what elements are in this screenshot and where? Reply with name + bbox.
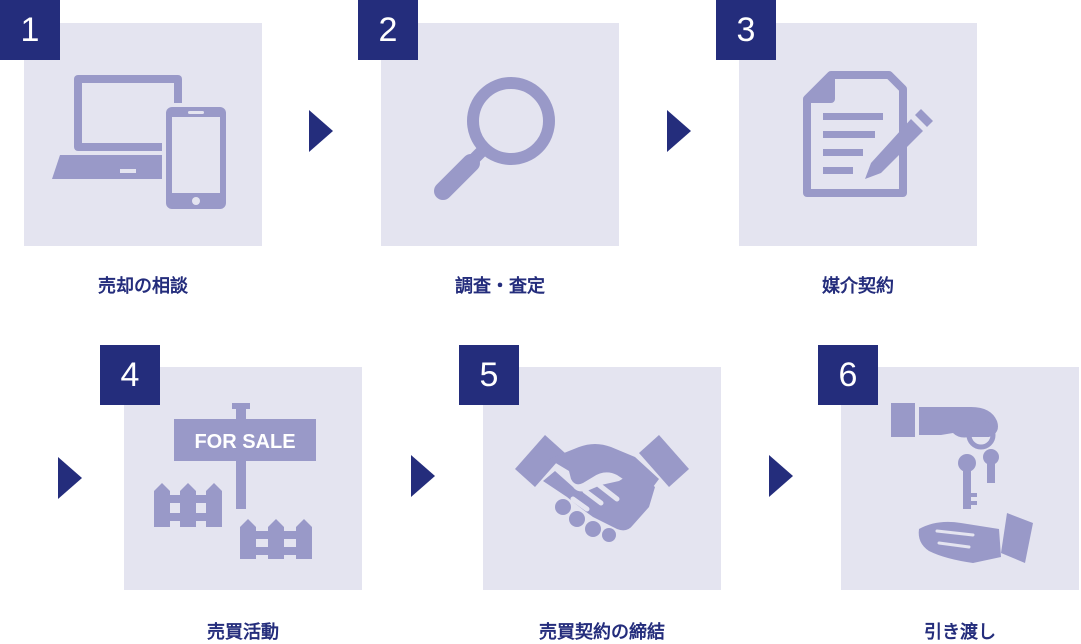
step-number-5: 5: [459, 345, 519, 405]
step-card-5: [483, 367, 721, 590]
step-number-6: 6: [818, 345, 878, 405]
devices-icon: [52, 75, 230, 213]
step-card-1: [24, 23, 262, 246]
step-card-2: [381, 23, 619, 246]
magnifier-icon: [434, 77, 555, 200]
step-label-3: 媒介契約: [822, 276, 894, 297]
arrow-4-5: [411, 455, 435, 497]
arrow-1-2: [309, 110, 333, 152]
key-handover-icon: [891, 403, 1033, 563]
contract-icon: [803, 71, 933, 197]
arrow-5-6: [769, 455, 793, 497]
step-number-3: 3: [716, 0, 776, 60]
step-label-1: 売却の相談: [98, 276, 188, 297]
step-label-2: 調査・査定: [455, 276, 545, 297]
handshake-icon: [515, 435, 689, 542]
step-card-4: FOR SALE: [124, 367, 362, 590]
arrow-2-3: [667, 110, 691, 152]
step-label-4: 売買活動: [207, 622, 279, 643]
step-number-2: 2: [358, 0, 418, 60]
step-label-6: 引き渡し: [924, 622, 996, 643]
for-sale-sign-icon: FOR SALE: [154, 403, 316, 559]
step-label-5: 売買契約の締結: [539, 622, 665, 643]
arrow-3-4: [58, 457, 82, 499]
step-number-1: 1: [0, 0, 60, 60]
step-card-3: [739, 23, 977, 246]
step-card-6: [841, 367, 1079, 590]
step-number-4: 4: [100, 345, 160, 405]
sign-text: FOR SALE: [194, 431, 295, 453]
